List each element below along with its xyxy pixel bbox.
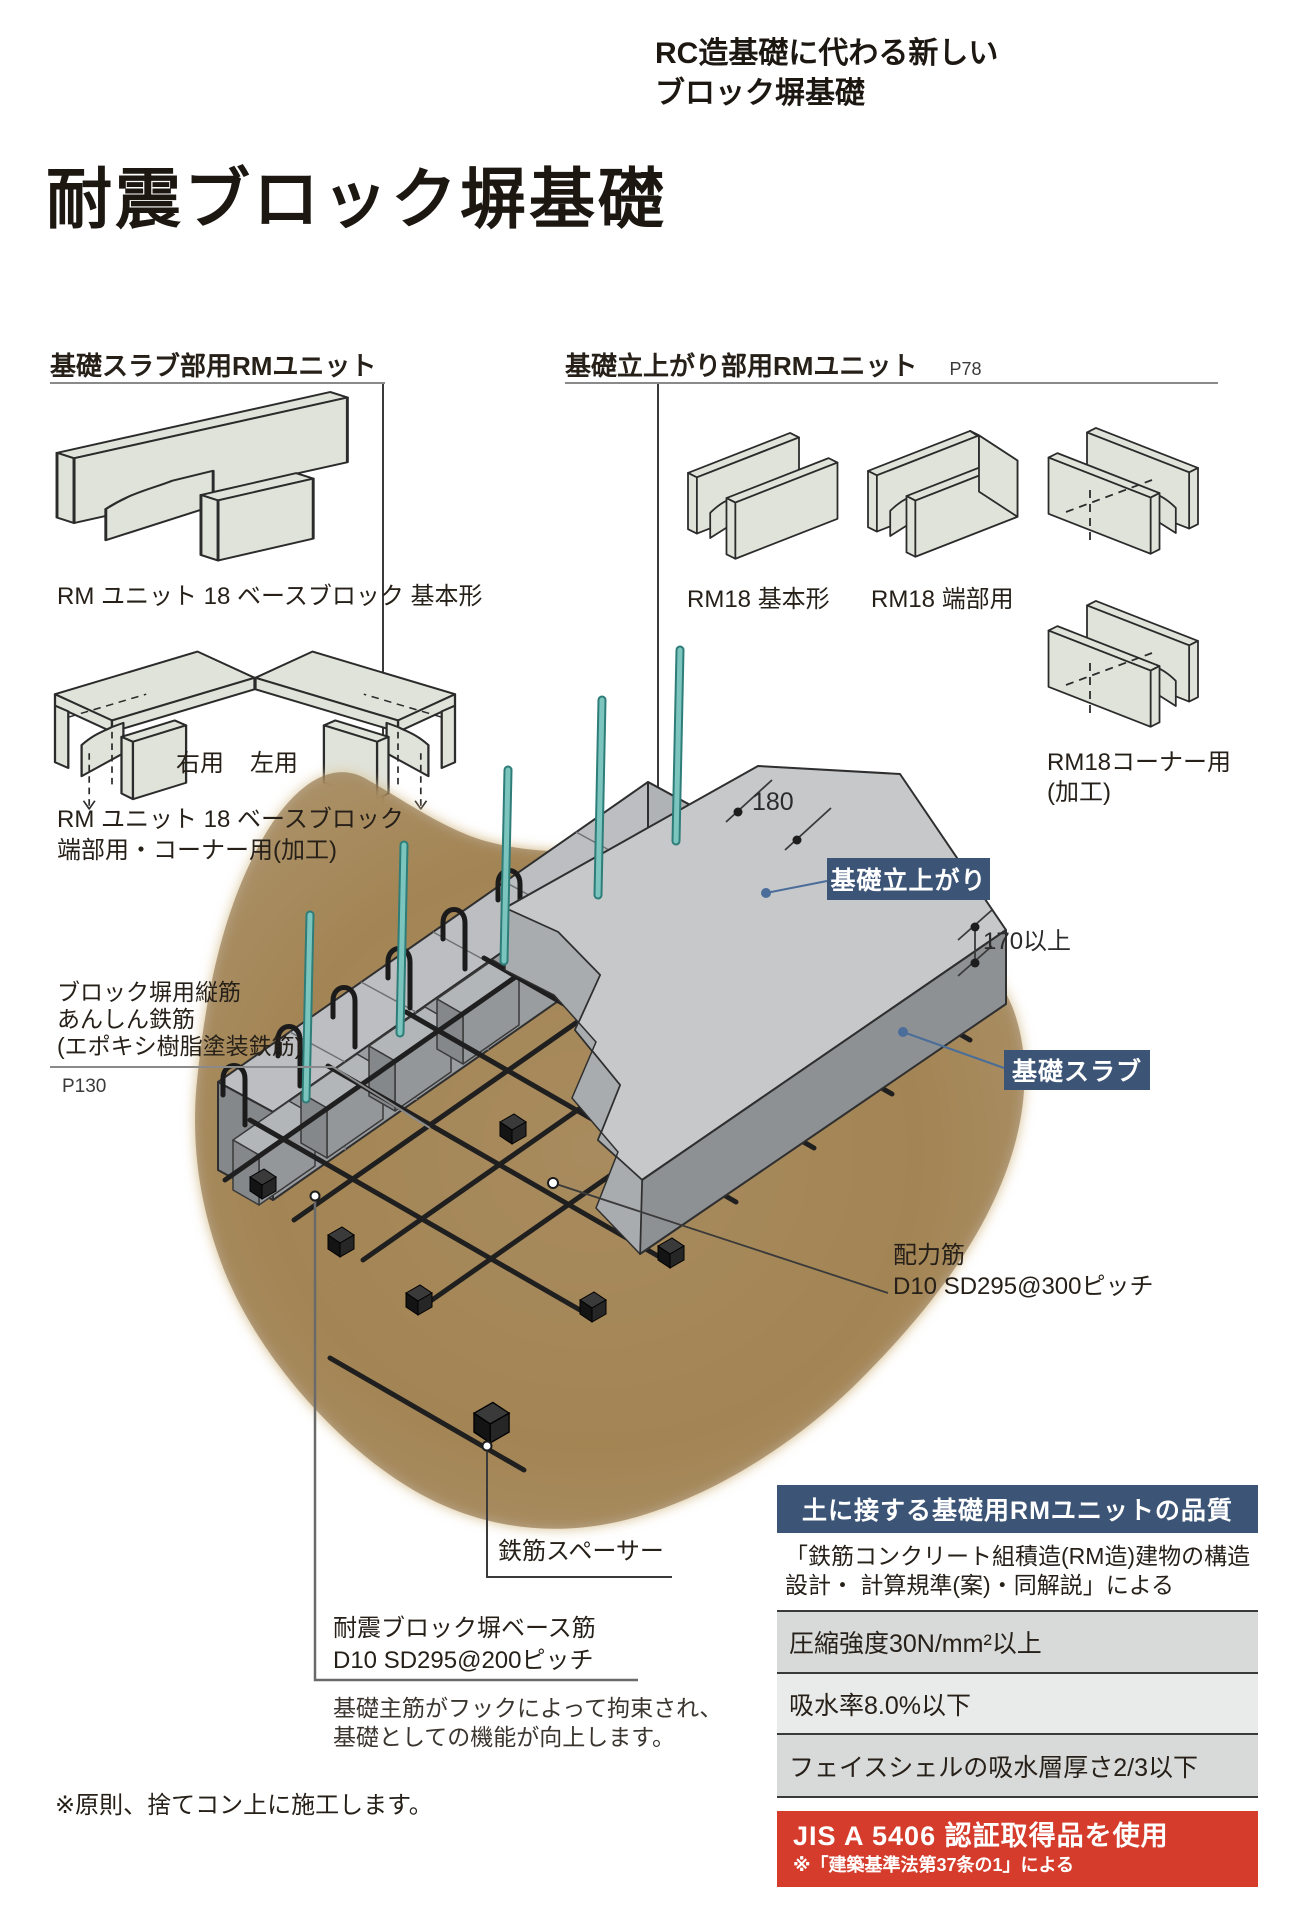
distribution-bar-label-line1: 配力筋 <box>893 1242 965 1269</box>
base-bar-description-line2: 基礎としての機能が向上します。 <box>333 1724 676 1750</box>
rm18-basic-illustration <box>687 432 839 560</box>
distribution-bar-label-line2: D10 SD295@300ピッチ <box>893 1273 1154 1300</box>
vertical-bar-label-line2: あんしん鉄筋 <box>57 1006 195 1032</box>
rm18-corner-label-line1: RM18コーナー用 <box>1047 749 1232 776</box>
vertical-bar-label: ブロック塀用縦筋 あんしん鉄筋 (エポキシ樹脂塗装鉄筋) <box>57 979 302 1060</box>
base-bar-description: 基礎主筋がフックによって拘束され、 基礎としての機能が向上します。 <box>333 1694 722 1752</box>
rm18-corner-illustration <box>1047 600 1199 728</box>
vertical-bar-label-line1: ブロック塀用縦筋 <box>57 979 241 1005</box>
right-section-page-ref: P78 <box>949 359 982 379</box>
quality-table-source: 「鉄筋コンクリート組積造(RM造)建物の構造 設計・ 計算規準(案)・同解説」に… <box>777 1533 1258 1610</box>
rise-wall-badge: 基礎立上がり <box>827 858 990 900</box>
slab-badge: 基礎スラブ <box>1004 1050 1150 1090</box>
dimension-slab-height-label: 170以上 <box>983 928 1072 955</box>
quality-row-compressive-strength: 圧縮強度30N/mm²以上 <box>777 1610 1258 1672</box>
quality-row-face-shell: フェイスシェルの吸水層厚さ2/3以下 <box>777 1733 1258 1798</box>
rm18-corner-top-illustration <box>1047 427 1199 555</box>
tagline: RC造基礎に代わる新しい ブロック塀基礎 <box>655 34 998 114</box>
leader-lines <box>50 880 1005 1682</box>
vertical-bar-page-ref: P130 <box>62 1076 107 1097</box>
quality-table: 土に接する基礎用RMユニットの品質 「鉄筋コンクリート組積造(RM造)建物の構造… <box>777 1485 1258 1887</box>
vertical-rebars <box>301 645 685 1104</box>
right-use-label: 右用 <box>176 750 224 777</box>
quality-table-source-line2: 設計・ 計算規準(案)・同解説」による <box>785 1572 1175 1598</box>
base-block-end-label-line2: 端部用・コーナー用(加工) <box>57 837 337 864</box>
construction-note: ※原則、捨てコン上に施工します。 <box>55 1792 433 1819</box>
right-section-header-text: 基礎立上がり部用RMユニット <box>565 351 918 381</box>
quality-table-source-line1: 「鉄筋コンクリート組積造(RM造)建物の構造 <box>785 1543 1251 1569</box>
rebar-spacers <box>249 1031 687 1445</box>
base-bar-label-line2: D10 SD295@200ピッチ <box>333 1647 594 1674</box>
quality-row-water-absorption: 吸水率8.0%以下 <box>777 1672 1258 1733</box>
base-block-end-label-line1: RM ユニット 18 ベースブロック <box>57 806 404 833</box>
dimension-slab-height <box>957 909 993 977</box>
base-block-end-label: RM ユニット 18 ベースブロック 端部用・コーナー用(加工) <box>57 804 404 866</box>
tagline-line1: RC造基礎に代わる新しい <box>655 37 999 70</box>
rm18-basic-label: RM18 基本形 <box>687 586 830 613</box>
jis-certification-line1: JIS A 5406 認証取得品を使用 <box>793 1821 1169 1851</box>
tagline-line2: ブロック塀基礎 <box>655 77 865 110</box>
base-bar-label: 耐震ブロック塀ベース筋 D10 SD295@200ピッチ <box>333 1613 596 1677</box>
rm18-corner-label: RM18コーナー用 (加工) <box>1047 748 1231 808</box>
page-title: 耐震ブロック塀基礎 <box>46 162 667 236</box>
spacer-label: 鉄筋スペーサー <box>498 1538 664 1565</box>
base-bar-label-line1: 耐震ブロック塀ベース筋 <box>333 1615 596 1642</box>
quality-table-title: 土に接する基礎用RMユニットの品質 <box>777 1485 1258 1533</box>
dimension-wall-width-label: 180 <box>752 788 794 816</box>
base-block-basic-label: RM ユニット 18 ベースブロック 基本形 <box>57 583 483 610</box>
base-block-right-illustration <box>53 650 256 811</box>
left-section-header: 基礎スラブ部用RMユニット <box>50 346 385 384</box>
base-bar-description-line1: 基礎主筋がフックによって拘束され、 <box>333 1695 723 1721</box>
dimension-wall-width <box>725 779 832 851</box>
left-use-label: 左用 <box>250 750 298 777</box>
jis-certification-box: JIS A 5406 認証取得品を使用 ※「建築基準法第37条の1」による <box>777 1811 1258 1887</box>
vertical-bar-label-line3: (エポキシ樹脂塗装鉄筋) <box>57 1033 303 1059</box>
rm18-end-illustration <box>867 430 1019 558</box>
base-block-basic-illustration <box>55 390 349 562</box>
jis-certification-line2: ※「建築基準法第37条の1」による <box>793 1855 1074 1875</box>
distribution-bar-label: 配力筋 D10 SD295@300ピッチ <box>893 1240 1153 1302</box>
right-section-header: 基礎立上がり部用RMユニット P78 <box>565 346 1218 384</box>
rm18-corner-label-line2: (加工) <box>1047 779 1111 806</box>
rm18-end-label: RM18 端部用 <box>871 586 1014 613</box>
